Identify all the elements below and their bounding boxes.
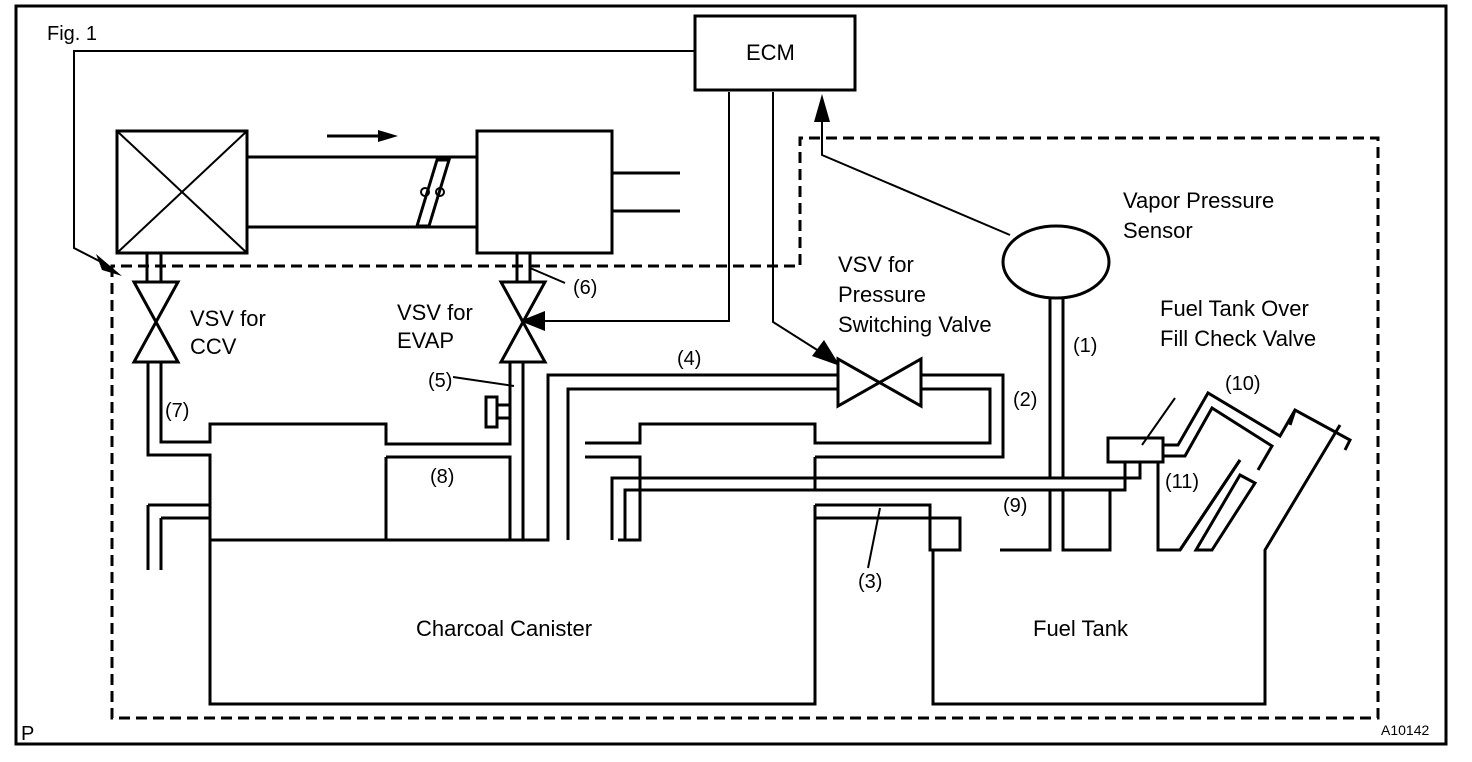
figure-code: A10142 [1381, 722, 1429, 738]
ecm-box [693, 14, 857, 92]
filler-neck-outer [1163, 390, 1352, 451]
sensor-to-ecm-wire [821, 106, 1011, 236]
fill-check-label-2: Fill Check Valve [1160, 326, 1316, 351]
fuel-tank-label: Fuel Tank [1033, 616, 1129, 641]
ecm-label: ECM [746, 40, 795, 65]
pipe-3-leader [867, 507, 881, 569]
callout-9: (9) [1003, 495, 1027, 517]
figure-frame [14, 4, 1448, 746]
system-boundary [110, 136, 1380, 720]
callout-6-leader [529, 267, 566, 284]
throttle-pivot-b [435, 187, 445, 197]
pipe-2 [585, 373, 1005, 459]
throttle-valve [414, 158, 452, 228]
callout-4: (4) [677, 348, 701, 370]
pipe-3 [815, 503, 962, 552]
air-cleaner-cross-b [116, 130, 248, 254]
callout-8: (8) [430, 466, 454, 488]
callout-3: (3) [858, 571, 882, 593]
ecm-to-ccv-wire [73, 50, 695, 265]
charcoal-canister [208, 455, 817, 706]
flow-arrow-head [378, 130, 398, 142]
evap-port-fitting [484, 395, 499, 429]
ccv-upper-pipe [145, 253, 163, 282]
evap-wire-arrow [520, 311, 545, 331]
filler-neck-inner [1163, 405, 1275, 471]
evap-port-stub [497, 403, 510, 420]
vapor-pressure-sensor-label-2: Sensor [1123, 218, 1193, 243]
vsv-psv-label-2: Pressure [838, 282, 926, 307]
vsv-evap-valve [498, 280, 548, 364]
charcoal-canister-label: Charcoal Canister [416, 616, 592, 641]
callout-7: (7) [165, 400, 189, 422]
pipe-1 [1048, 285, 1065, 478]
vent-tube-11 [1193, 472, 1258, 552]
callout-6: (6) [573, 277, 597, 299]
evap-upper-pipe [515, 253, 532, 282]
vsv-evap-label-1: VSV for [397, 300, 473, 325]
vsv-psv-valve [836, 356, 923, 409]
vsv-ccv-label-1: VSV for [190, 306, 266, 331]
ccv-lower-pipe [146, 362, 512, 500]
vsv-ccv-valve [131, 280, 181, 364]
pipe-4-inner [566, 387, 838, 540]
figure-title: Fig. 1 [47, 23, 97, 45]
throttle-pivot-a [420, 187, 430, 197]
vsv-psv-label-3: Switching Valve [838, 312, 992, 337]
filler-cap-tab [1288, 409, 1297, 426]
callout-10: (10) [1225, 373, 1261, 395]
fill-check-valve [1106, 436, 1165, 464]
corner-mark: P [21, 723, 34, 745]
ccv-wire-arrow [96, 254, 122, 276]
callout-11: (11) [1165, 471, 1199, 493]
callout-5-leader [452, 376, 515, 387]
intake-manifold [475, 129, 614, 255]
pipe-9-inner [623, 462, 1127, 540]
canister-inlet-pipe [585, 455, 642, 542]
pipe-9-hidden [640, 476, 815, 492]
vsv-ccv-label-2: CCV [190, 334, 237, 359]
sensor-wire-arrow [814, 94, 830, 122]
ecm-to-evap-wire [535, 92, 730, 322]
air-cleaner [115, 129, 249, 255]
pipe-9-outer [610, 462, 1142, 540]
vsv-evap-label-2: EVAP [397, 328, 454, 353]
ecm-to-psv-wire [772, 92, 834, 361]
tank-neck-left [1178, 459, 1242, 551]
vapor-pressure-sensor-label-1: Vapor Pressure [1123, 188, 1274, 213]
callout-1: (1) [1073, 335, 1097, 357]
canister-vent-pipe [146, 503, 210, 570]
fill-check-leader [1141, 397, 1176, 446]
fuel-tank [931, 424, 1342, 706]
callout-2: (2) [1013, 389, 1037, 411]
evap-lower-pipe [508, 362, 838, 542]
psv-wire-arrow [812, 340, 840, 366]
fill-check-label-1: Fuel Tank Over [1160, 296, 1309, 321]
callout-5: (5) [428, 370, 452, 392]
vsv-psv-label-1: VSV for [838, 252, 914, 277]
vapor-pressure-sensor [1001, 224, 1111, 300]
